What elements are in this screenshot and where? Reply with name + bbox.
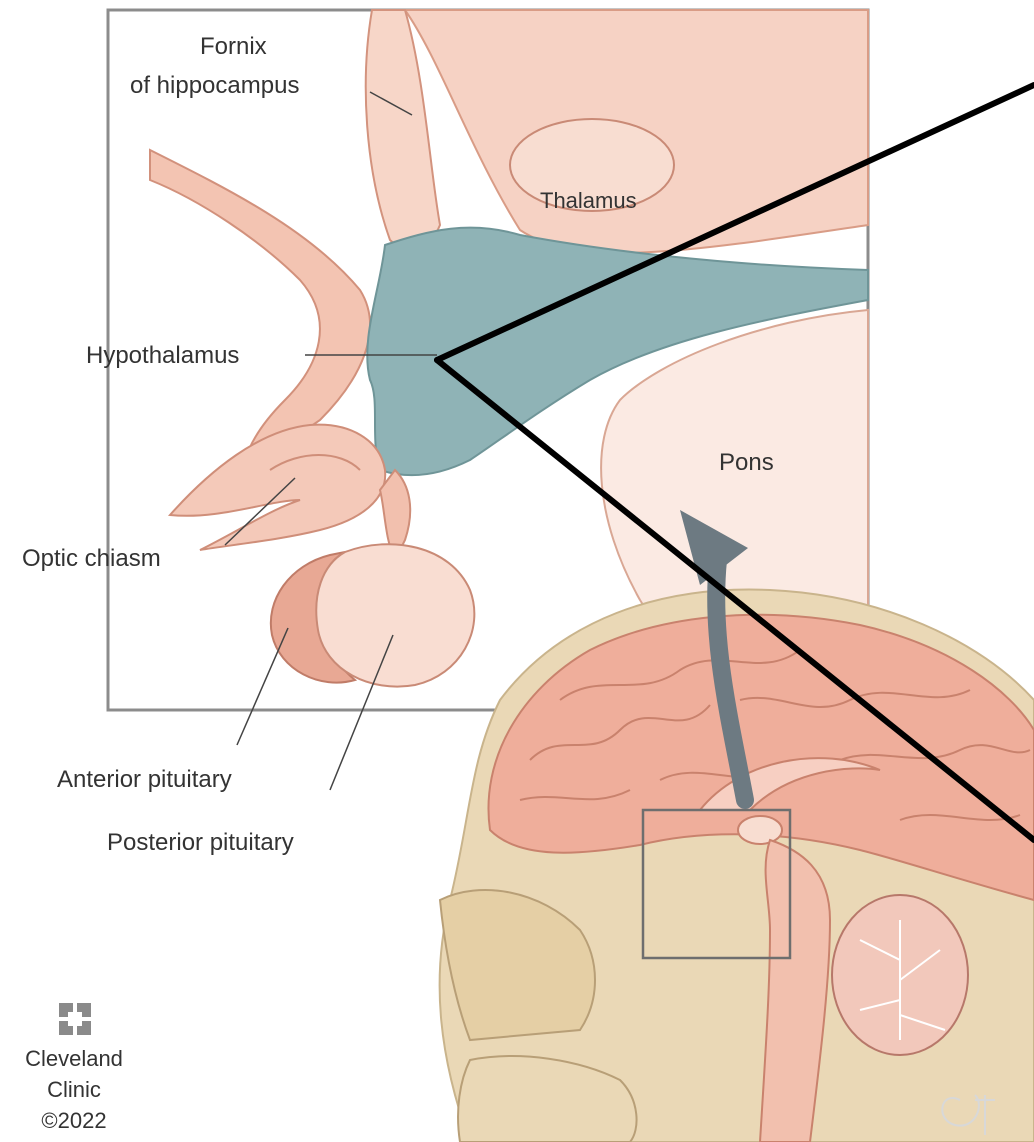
label-thalamus: Thalamus <box>540 188 637 213</box>
posterior-pituitary-structure <box>316 544 474 686</box>
small-thalamus <box>738 816 782 844</box>
label-optic-chiasm: Optic chiasm <box>22 545 161 572</box>
credit-line3: ©2022 <box>41 1108 106 1133</box>
label-posterior-pituitary: Posterior pituitary <box>107 829 294 856</box>
label-fornix-line1: Fornix <box>200 33 267 60</box>
label-hypothalamus: Hypothalamus <box>86 342 239 369</box>
label-fornix-line2: of hippocampus <box>130 72 299 99</box>
label-anterior-pituitary: Anterior pituitary <box>57 766 232 793</box>
cleveland-clinic-logo-icon <box>59 1003 91 1035</box>
label-pons: Pons <box>719 449 774 476</box>
credit-line1: Cleveland <box>25 1046 123 1071</box>
credit-line2: Clinic <box>47 1077 101 1102</box>
